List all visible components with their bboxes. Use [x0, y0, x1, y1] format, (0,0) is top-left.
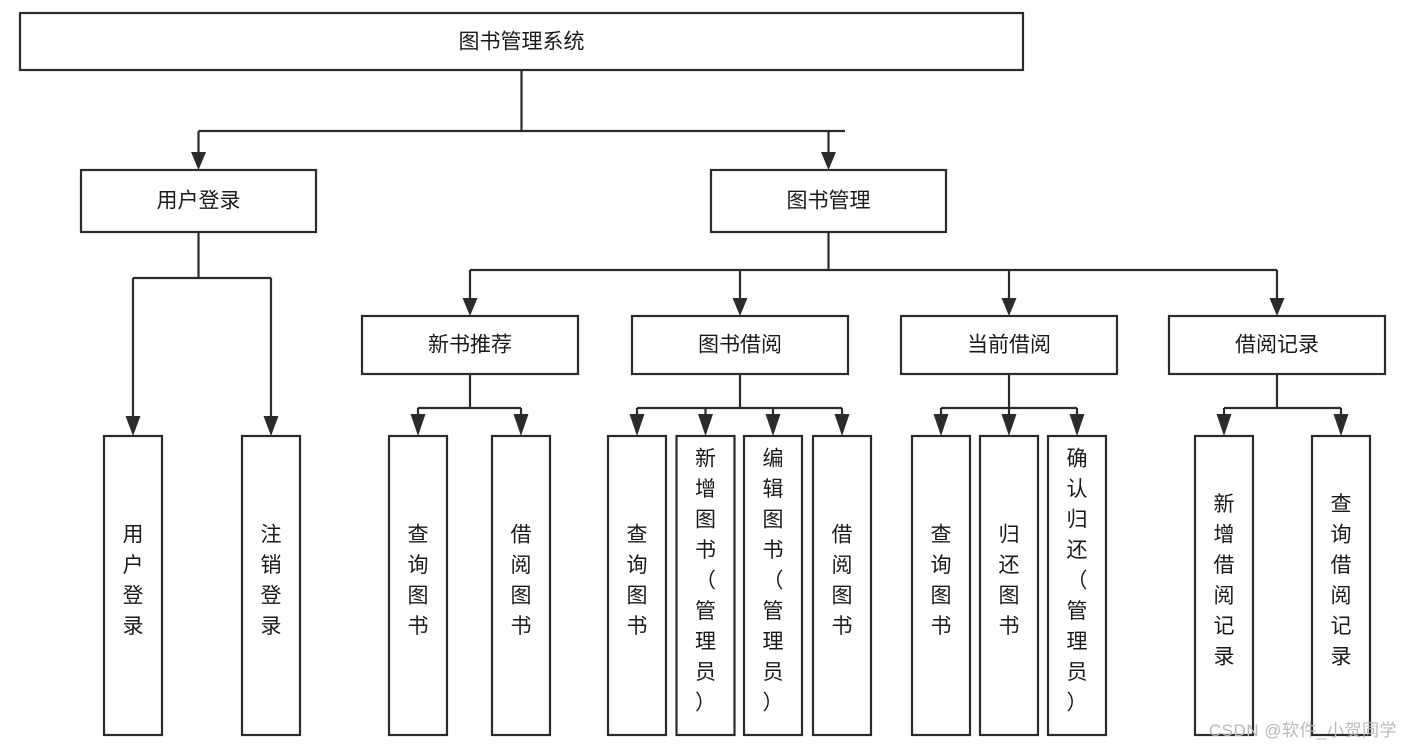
arrow-head-leaf-confirm-return [1069, 414, 1085, 436]
node-user-login-box[interactable] [79, 168, 318, 234]
node-leaf-borrow-book-1[interactable]: 借阅图书 [490, 434, 552, 737]
node-book-manage[interactable]: 图书管理 [709, 168, 948, 234]
node-leaf-edit-book[interactable]: 编辑图书（管理员） [742, 434, 804, 737]
arrow-head-leaf-add-book [698, 414, 713, 436]
arrow-head-leaf-return-book [1001, 414, 1017, 436]
node-leaf-confirm-return[interactable]: 确认归还（管理员） [1046, 434, 1108, 737]
node-leaf-add-record-label: 新增借阅记录 [1214, 493, 1235, 669]
arrow-head-new-book-recommend [462, 298, 478, 316]
node-user-login[interactable]: 用户登录 [79, 168, 318, 234]
arrow-head-leaf-borrow-book-1 [513, 414, 529, 436]
node-book-manage-box[interactable] [709, 168, 948, 234]
node-leaf-borrow-book-1-label: 借阅图书 [511, 524, 532, 639]
node-book-borrow-box[interactable] [630, 314, 850, 376]
arrow-head-borrow-record [1269, 298, 1285, 316]
arrow-head-leaf-query-book-2 [629, 414, 645, 436]
node-leaf-return-book-label: 归还图书 [999, 524, 1020, 639]
arrow-head-book-manage [821, 152, 836, 170]
node-leaf-return-book-box[interactable] [978, 434, 1040, 737]
node-leaf-borrow-book-2[interactable]: 借阅图书 [811, 434, 873, 737]
node-leaf-query-record[interactable]: 查询借阅记录 [1310, 434, 1372, 737]
node-leaf-borrow-book-2-box[interactable] [811, 434, 873, 737]
node-leaf-query-book-3-box[interactable] [910, 434, 972, 737]
node-leaf-add-book-box[interactable] [675, 434, 736, 737]
node-leaf-edit-book-box[interactable] [742, 434, 804, 737]
node-leaf-user-login-box[interactable] [102, 434, 164, 737]
node-leaf-query-record-label: 查询借阅记录 [1331, 493, 1352, 669]
node-leaf-edit-book-label: 编辑图书（管理员） [763, 448, 784, 715]
node-leaf-query-book-1-box[interactable] [387, 434, 449, 737]
node-new-book-recommend[interactable]: 新书推荐 [360, 314, 580, 376]
node-leaf-query-book-2[interactable]: 查询图书 [606, 434, 668, 737]
node-leaf-query-record-box[interactable] [1310, 434, 1372, 737]
node-leaf-confirm-return-label: 确认归还（管理员） [1067, 448, 1088, 715]
node-current-borrow-label: 当前借阅 [967, 334, 1051, 357]
node-new-book-recommend-box[interactable] [360, 314, 580, 376]
node-leaf-user-login-label: 用户登录 [123, 524, 144, 639]
node-leaf-query-book-3-label: 查询图书 [931, 524, 952, 639]
arrow-head-leaf-query-book-3 [933, 414, 949, 436]
node-leaf-query-book-2-label: 查询图书 [627, 524, 648, 639]
node-leaf-user-login[interactable]: 用户登录 [102, 434, 164, 737]
node-leaf-confirm-return-box[interactable] [1046, 434, 1108, 737]
node-user-login-label: 用户登录 [157, 190, 241, 213]
node-borrow-record-box[interactable] [1167, 314, 1387, 376]
node-leaf-borrow-book-1-box[interactable] [490, 434, 552, 737]
node-borrow-record-label: 借阅记录 [1235, 334, 1319, 357]
node-leaf-add-record-box[interactable] [1193, 434, 1255, 737]
arrow-head-leaf-query-book-1 [410, 414, 426, 436]
node-book-manage-label: 图书管理 [787, 190, 871, 213]
node-leaf-query-book-1-label: 查询图书 [408, 524, 429, 639]
node-leaf-borrow-book-2-label: 借阅图书 [832, 524, 853, 639]
arrow-head-leaf-edit-book [765, 414, 781, 436]
node-root[interactable]: 图书管理系统 [18, 11, 1025, 72]
node-leaf-add-book[interactable]: 新增图书（管理员） [675, 434, 736, 737]
node-leaf-query-book-3[interactable]: 查询图书 [910, 434, 972, 737]
arrow-head-leaf-add-record [1216, 414, 1232, 436]
node-leaf-query-book-1[interactable]: 查询图书 [387, 434, 449, 737]
node-root-box[interactable] [18, 11, 1025, 72]
node-current-borrow[interactable]: 当前借阅 [899, 314, 1119, 376]
arrow-head-user-login [191, 152, 206, 170]
node-leaf-return-book[interactable]: 归还图书 [978, 434, 1040, 737]
arrow-head-leaf-borrow-book-2 [834, 414, 850, 436]
arrow-head-current-borrow [1001, 298, 1017, 316]
leaf-nodes: 用户登录 注销登录 查询图书 借阅图书 查询图书 新增图书（管理员） [102, 434, 1372, 737]
node-leaf-user-logout-box[interactable] [240, 434, 302, 737]
arrow-head-leaf-user-logout [263, 416, 279, 436]
connectors [125, 70, 1349, 436]
node-borrow-record[interactable]: 借阅记录 [1167, 314, 1387, 376]
node-leaf-add-book-label: 新增图书（管理员） [695, 448, 716, 715]
node-book-borrow[interactable]: 图书借阅 [630, 314, 850, 376]
arrow-head-leaf-query-record [1333, 414, 1349, 436]
node-leaf-add-record[interactable]: 新增借阅记录 [1193, 434, 1255, 737]
arrow-head-book-borrow [732, 298, 748, 316]
node-book-borrow-label: 图书借阅 [698, 334, 782, 357]
node-leaf-user-logout[interactable]: 注销登录 [240, 434, 302, 737]
node-new-book-recommend-label: 新书推荐 [428, 334, 512, 357]
node-root-label: 图书管理系统 [459, 31, 585, 54]
arrow-head-leaf-user-login [125, 416, 141, 436]
node-leaf-user-logout-label: 注销登录 [261, 524, 282, 639]
node-leaf-query-book-2-box[interactable] [606, 434, 668, 737]
node-current-borrow-box[interactable] [899, 314, 1119, 376]
